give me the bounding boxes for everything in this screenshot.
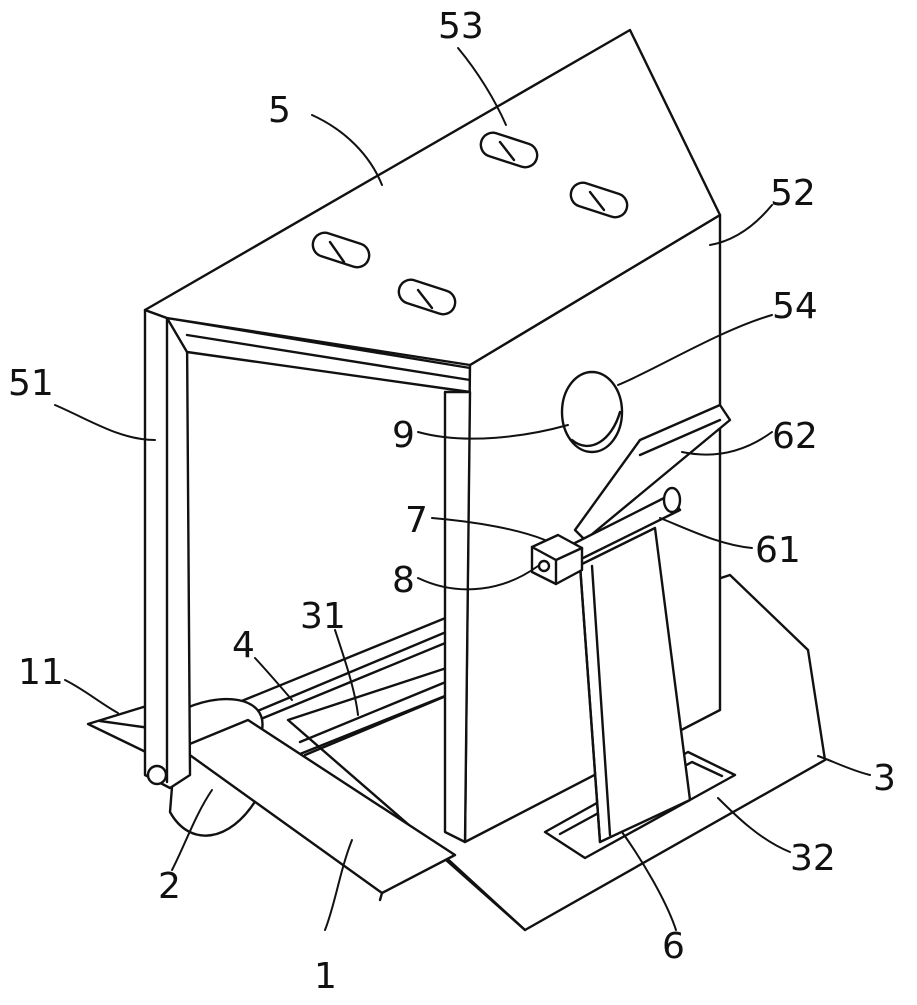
leader-32 (717, 797, 791, 853)
cover-slot-3 (479, 131, 539, 169)
label-61: 61 (755, 530, 801, 571)
label-5: 5 (268, 90, 291, 131)
label-2: 2 (158, 866, 181, 907)
leader-1 (324, 839, 353, 931)
label-9: 9 (392, 415, 415, 456)
label-62: 62 (772, 416, 818, 457)
label-4: 4 (232, 625, 255, 666)
blade (86, 703, 154, 757)
leader-31 (334, 629, 359, 716)
label-54: 54 (772, 286, 818, 327)
guide-plate (178, 718, 457, 902)
label-6: 6 (662, 926, 685, 967)
leader-6 (621, 831, 677, 931)
front-post (443, 390, 472, 844)
leader-52 (709, 204, 773, 246)
label-51: 51 (8, 363, 54, 404)
support-post (578, 526, 692, 844)
label-7: 7 (405, 500, 428, 541)
label-52: 52 (770, 173, 816, 214)
pivot-block (530, 533, 584, 586)
label-8: 8 (392, 560, 415, 601)
front-hole (560, 370, 624, 454)
label-53: 53 (438, 6, 484, 47)
left-post (143, 308, 192, 790)
rail-and-rod (198, 606, 474, 792)
leader-9 (417, 424, 569, 440)
leader-51 (54, 404, 156, 441)
label-31: 31 (300, 596, 346, 637)
cover-slot-1 (311, 231, 371, 269)
leader-4 (254, 657, 293, 701)
leader-11 (64, 679, 119, 714)
leader-7 (431, 517, 546, 541)
top-cover (143, 28, 722, 367)
lever-arm (573, 403, 732, 542)
cover-slot-2 (397, 278, 457, 316)
leader-3 (817, 755, 871, 776)
cover-slot-4 (569, 181, 629, 219)
label-32: 32 (790, 838, 836, 879)
leader-54 (617, 314, 773, 386)
label-3: 3 (873, 758, 896, 799)
leader-2 (171, 789, 213, 871)
leader-62 (681, 431, 773, 456)
leader-61 (659, 517, 753, 549)
label-1: 1 (314, 956, 337, 997)
leader-8 (417, 565, 539, 591)
leader-5 (311, 114, 383, 186)
label-11: 11 (18, 652, 64, 693)
leader-53 (457, 47, 507, 126)
